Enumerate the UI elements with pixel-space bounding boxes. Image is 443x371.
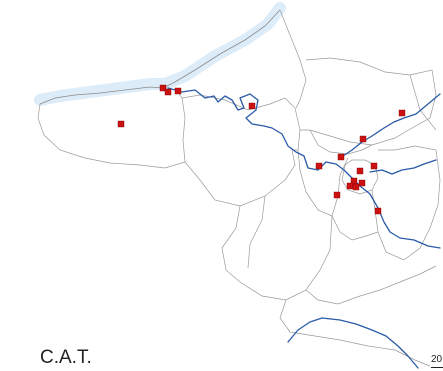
site-marker[interactable] <box>174 87 182 95</box>
site-marker[interactable] <box>159 84 167 92</box>
department-seine-et-marne <box>371 145 441 261</box>
department-boundaries <box>37 9 441 367</box>
site-marker[interactable] <box>164 88 172 96</box>
site-marker[interactable] <box>356 167 364 175</box>
department-loiret <box>305 265 437 305</box>
site-marker[interactable] <box>117 120 125 128</box>
department-val-doise <box>309 129 373 155</box>
map-title: C.A.T. <box>40 347 92 368</box>
site-markers <box>117 84 406 215</box>
department-calvados-manche <box>37 87 186 169</box>
department-sarthe <box>247 195 266 269</box>
scale-bar <box>431 367 443 368</box>
site-marker[interactable] <box>358 179 366 187</box>
river-oise <box>339 93 441 159</box>
site-marker[interactable] <box>337 153 345 161</box>
site-marker[interactable] <box>374 207 382 215</box>
river-marne <box>369 159 437 175</box>
site-marker[interactable] <box>315 162 323 170</box>
site-marker[interactable] <box>333 191 341 199</box>
site-marker[interactable] <box>398 109 406 117</box>
site-marker[interactable] <box>359 135 367 143</box>
scale-label: 20 <box>431 354 443 365</box>
site-marker[interactable] <box>370 162 378 170</box>
river-loire <box>287 317 419 369</box>
site-marker[interactable] <box>352 183 360 191</box>
department-paris-ring <box>341 159 379 195</box>
department-eure-et-loir <box>221 205 333 301</box>
department-eure <box>181 94 301 151</box>
department-seine-maritime <box>279 9 307 109</box>
site-marker[interactable] <box>248 102 256 110</box>
department-essonne <box>331 215 379 241</box>
site-marker[interactable] <box>346 182 354 190</box>
department-oise <box>300 57 437 146</box>
department-yvelines <box>297 149 349 217</box>
department-orne <box>184 149 296 207</box>
